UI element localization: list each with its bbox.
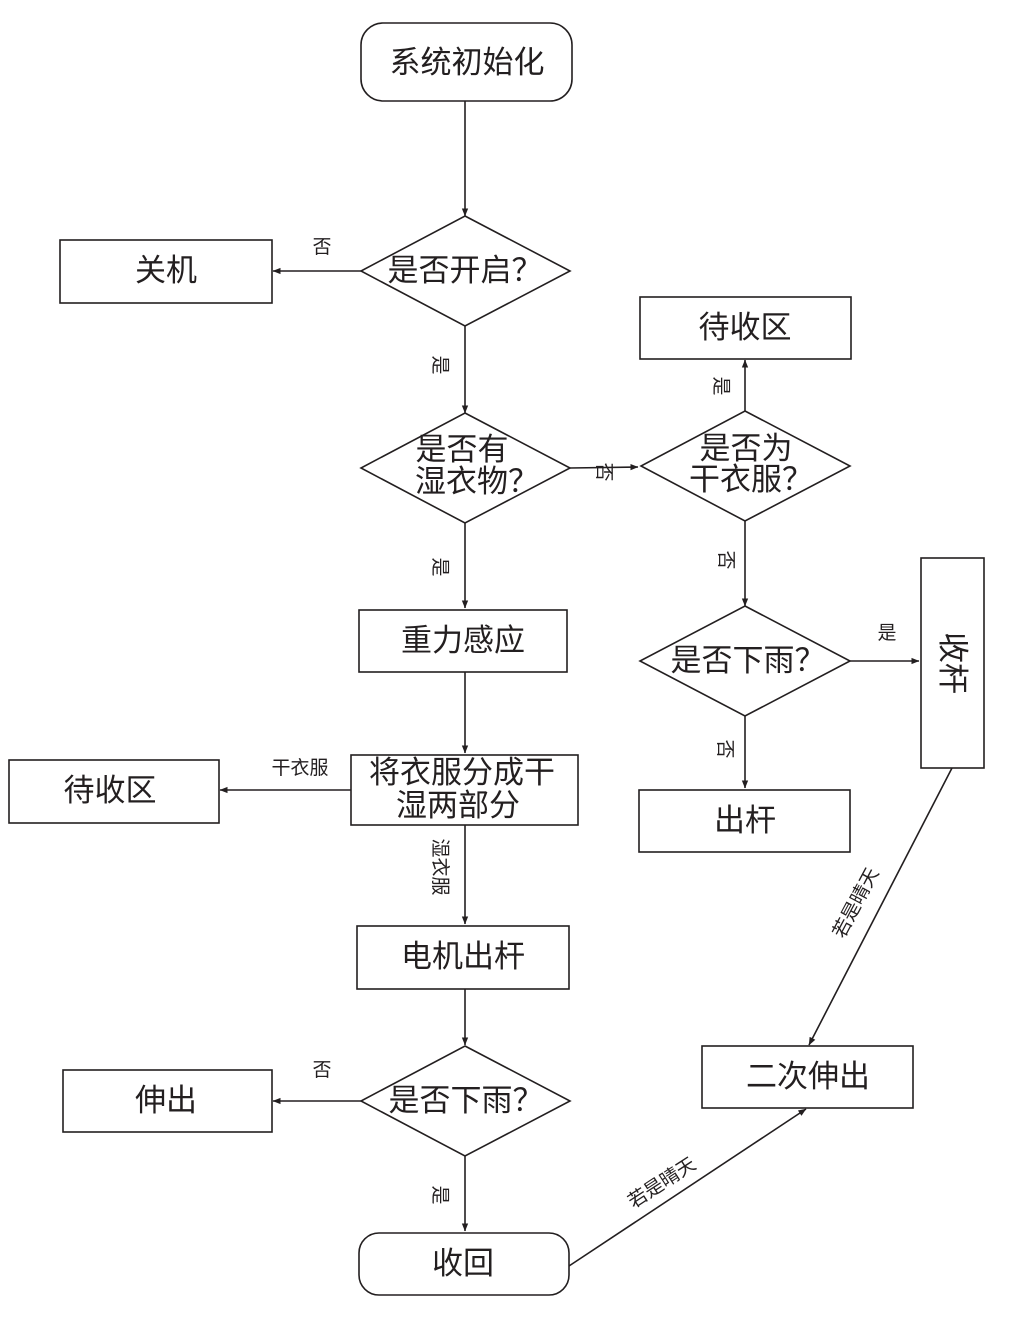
node-extend-pole: 出杆 xyxy=(638,789,851,853)
label-split-dry: 干衣服 xyxy=(271,757,328,779)
decision-is-raining-top-label: 是否下雨？ xyxy=(671,643,826,679)
label-rain-bottom-yes: 是 xyxy=(429,1185,451,1204)
node-motor-extend: 电机出杆 xyxy=(356,925,570,990)
node-wait-area-top-label: 待收区 xyxy=(699,310,792,346)
decision-is-on-label: 是否开启？ xyxy=(388,253,543,289)
node-extend: 伸出 xyxy=(62,1069,273,1133)
node-wait-area-top: 待收区 xyxy=(639,296,852,360)
node-retract-pole: 收杆 xyxy=(920,557,985,769)
label-dry-no: 否 xyxy=(715,550,737,569)
decision-is-raining-bottom: 是否下雨？ xyxy=(359,1045,572,1157)
decision-is-dry-clothes: 是否为 干衣服？ xyxy=(639,410,852,522)
node-shutdown: 关机 xyxy=(59,239,273,304)
node-extend-pole-label: 出杆 xyxy=(714,803,776,839)
node-shutdown-label: 关机 xyxy=(135,253,197,289)
node-second-extend-label: 二次伸出 xyxy=(746,1059,870,1095)
decision-is-on: 是否开启？ xyxy=(359,215,572,327)
decision-has-wet-clothes-line2: 湿衣物？ xyxy=(415,464,539,500)
node-wait-area-left: 待收区 xyxy=(8,759,220,824)
decision-is-raining-bottom-label: 是否下雨？ xyxy=(389,1083,544,1119)
node-retract: 收回 xyxy=(358,1232,570,1296)
label-rain-top-no: 否 xyxy=(714,739,736,758)
node-gravity-sensing: 重力感应 xyxy=(358,609,568,673)
node-second-extend: 二次伸出 xyxy=(701,1045,914,1109)
node-extend-label: 伸出 xyxy=(135,1083,197,1119)
label-rain-top-yes: 是 xyxy=(877,622,896,644)
decision-is-dry-clothes-line1: 是否为 xyxy=(700,431,793,467)
decision-is-raining-top: 是否下雨？ xyxy=(638,605,852,717)
decision-has-wet-clothes-line1: 是否有 xyxy=(416,432,509,468)
node-split-clothes-line1: 将衣服分成干 xyxy=(369,755,555,791)
decision-is-dry-clothes-line2: 干衣服？ xyxy=(689,462,813,498)
node-split-clothes: 将衣服分成干 湿两部分 xyxy=(350,754,579,826)
node-motor-extend-label: 电机出杆 xyxy=(401,939,525,975)
node-split-clothes-line2: 湿两部分 xyxy=(396,788,520,824)
label-rain-bottom-no: 否 xyxy=(312,1059,331,1081)
label-on-yes: 是 xyxy=(429,355,451,374)
label-on-no: 否 xyxy=(312,236,331,258)
edge-wet-to-dry xyxy=(569,463,639,471)
label-split-wet: 湿衣服 xyxy=(429,838,451,895)
node-retract-label: 收回 xyxy=(432,1246,494,1282)
label-pole-sunny: 若是晴天 xyxy=(828,864,883,941)
label-wet-yes: 是 xyxy=(429,557,451,576)
node-init-label: 系统初始化 xyxy=(390,45,545,81)
node-retract-pole-label: 收杆 xyxy=(934,632,970,694)
label-dry-yes: 是 xyxy=(710,376,732,395)
decision-has-wet-clothes: 是否有 湿衣物？ xyxy=(359,412,572,524)
edge-retract-pole-to-second-extend xyxy=(808,767,953,1046)
label-wet-no: 否 xyxy=(593,462,615,481)
node-wait-area-left-label: 待收区 xyxy=(64,773,157,809)
node-gravity-sensing-label: 重力感应 xyxy=(401,623,525,659)
node-init: 系统初始化 xyxy=(360,22,573,102)
edge-retract-to-second-extend xyxy=(568,1108,807,1267)
